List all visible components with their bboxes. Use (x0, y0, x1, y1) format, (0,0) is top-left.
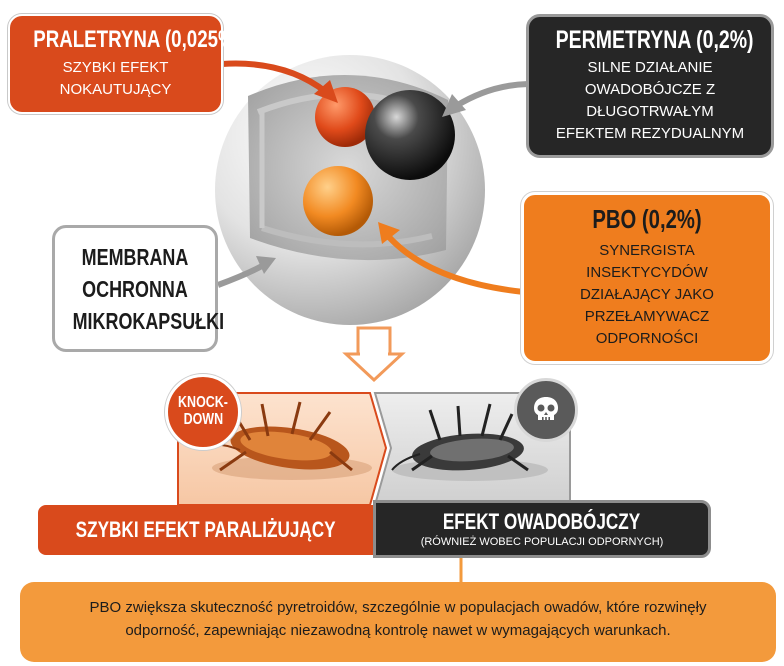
pbo-desc-1: SYNERGISTA (524, 240, 770, 262)
paralysis-effect-bar: SZYBKI EFEKT PARALIŻUJĄCY (38, 505, 373, 555)
membrane-line-2: OCHRONNA (73, 273, 198, 305)
pbo-title: PBO (0,2%) (551, 206, 743, 233)
knockdown-line-2: DOWN (183, 412, 223, 429)
insecticidal-effect-label: EFEKT OWADOBÓJCZY (443, 510, 640, 533)
permetryna-box: PERMETRYNA (0,2%) SILNE DZIAŁANIE OWADOB… (526, 14, 774, 158)
down-arrow (346, 328, 402, 380)
pbo-sphere (303, 166, 373, 236)
insecticidal-effect-bar: EFEKT OWADOBÓJCZY (RÓWNIEŻ WOBEC POPULAC… (373, 500, 711, 558)
permetryna-title: PERMETRYNA (0,2%) (556, 27, 745, 53)
paralysis-effect-label: SZYBKI EFEKT PARALIŻUJĄCY (76, 518, 336, 541)
praletryna-box: PRALETRYNA (0,025%) SZYBKI EFEKT NOKAUTU… (8, 14, 223, 114)
insecticidal-effect-sublabel: (RÓWNIEŻ WOBEC POPULACJI ODPORNYCH) (421, 536, 664, 548)
praletryna-title: PRALETRYNA (0,025%) (33, 27, 198, 52)
knockdown-line-1: KNOCK- (178, 395, 228, 412)
permetryna-desc-4: EFEKTEM REZYDUALNYM (529, 123, 771, 145)
pbo-desc-3: DZIAŁAJĄCY JAKO (524, 284, 770, 306)
pbo-explanation-line-1: PBO zwiększa skuteczność pyretroidów, sz… (46, 596, 750, 619)
skull-badge (514, 378, 578, 442)
skull-icon (530, 394, 562, 426)
pbo-explanation-line-2: odporność, zapewniając niezawodną kontro… (46, 619, 750, 642)
pbo-box: PBO (0,2%) SYNERGISTA INSEKTYCYDÓW DZIAŁ… (521, 192, 773, 364)
arrow-permetryna (442, 84, 528, 117)
pbo-desc-5: ODPORNOŚCI (524, 328, 770, 350)
pbo-desc-4: PRZEŁAMYWACZ (524, 306, 770, 328)
permetryna-desc-2: OWADOBÓJCZE Z (529, 79, 771, 101)
praletryna-desc-2: NOKAUTUJĄCY (10, 79, 221, 101)
pbo-desc-2: INSEKTYCYDÓW (524, 262, 770, 284)
membrane-line-1: MEMBRANA (73, 241, 198, 273)
permetryna-desc-1: SILNE DZIAŁANIE (529, 57, 771, 79)
permetryna-sphere (365, 90, 455, 180)
membrane-line-3: MIKROKAPSUŁKI (73, 305, 198, 337)
membrane-box: MEMBRANA OCHRONNA MIKROKAPSUŁKI (52, 225, 218, 352)
praletryna-desc-1: SZYBKI EFEKT (10, 57, 221, 79)
knockdown-badge: KNOCK- DOWN (165, 374, 241, 450)
pbo-explanation-box: PBO zwiększa skuteczność pyretroidów, sz… (20, 582, 776, 662)
permetryna-desc-3: DŁUGOTRWAŁYM (529, 101, 771, 123)
